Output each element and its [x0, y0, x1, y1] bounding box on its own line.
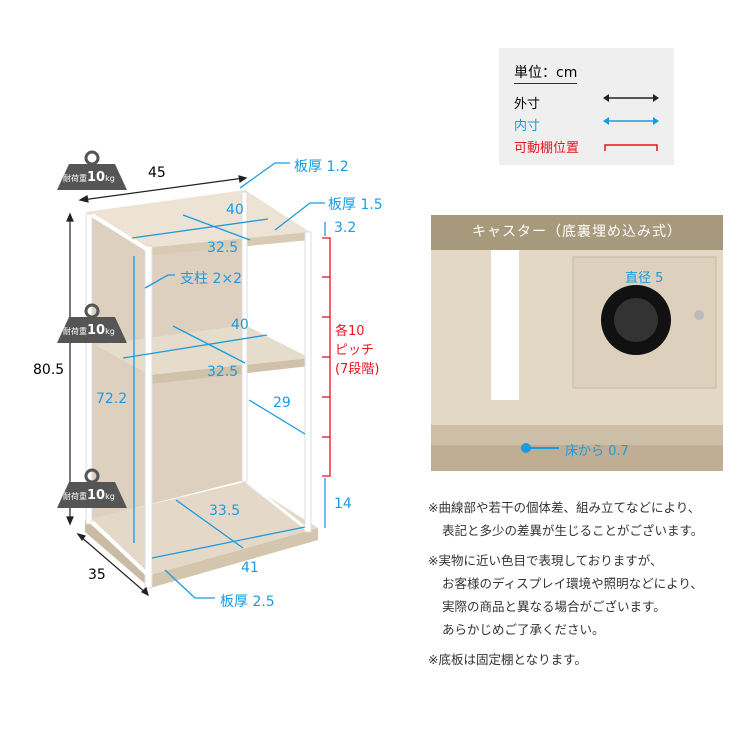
- caster-panel: キャスター（底裏埋め込み式） 直径 5 床から 0.7: [431, 215, 723, 471]
- inner-height-label: 72.2: [96, 391, 128, 407]
- legend-adjustable-label: 可動棚位置: [514, 141, 580, 156]
- bottom-gap-label: 14: [334, 496, 352, 512]
- mid-inner-width-label: 40: [231, 317, 249, 333]
- caster-diameter-label: 直径 5: [625, 271, 664, 286]
- note: ※実物に近い色目で表現しておりますが、 お客様のディスプレイ環境や照明などにより…: [428, 553, 703, 637]
- unit-label: 単位：cm: [514, 62, 578, 84]
- note: ※曲線部や若干の個体差、組み立てなどにより、 表記と多少の差異が生じることがござ…: [428, 500, 704, 538]
- badge-value: 10: [87, 323, 106, 338]
- badge-unit: kg: [105, 174, 115, 183]
- top-board-thickness-label: 板厚 1.2: [294, 159, 349, 175]
- legend-outer-label: 外寸: [514, 97, 541, 112]
- top-inner-width-label: 40: [226, 202, 244, 218]
- badge-unit: kg: [105, 327, 115, 336]
- weight-icon: [57, 303, 127, 343]
- weight-icon: [57, 468, 127, 508]
- note: ※底板は固定棚となります。: [428, 652, 587, 667]
- bottom-inner-depth-label: 33.5: [209, 503, 241, 519]
- badge-value: 10: [87, 488, 106, 503]
- load-capacity-badge: 耐荷重10kg: [55, 303, 130, 345]
- mid-inner-depth-label: 32.5: [207, 364, 239, 380]
- caster-photo: [431, 250, 723, 471]
- caster-clearance-label: 床から 0.7: [565, 444, 629, 459]
- shelf-illustration: [66, 162, 331, 599]
- legend-inner-label: 内寸: [514, 119, 541, 134]
- load-capacity-badge: 耐荷重10kg: [55, 150, 130, 192]
- shelf-board-thickness-label: 板厚 1.5: [328, 197, 383, 213]
- pitch-label: 各10 ピッチ (7段階): [335, 324, 380, 377]
- inner-side-label: 29: [273, 395, 291, 411]
- top-gap-label: 3.2: [334, 220, 357, 236]
- caster-title: キャスター（底裏埋め込み式）: [431, 215, 723, 250]
- badge-value: 10: [87, 170, 106, 185]
- base-board-thickness-label: 板厚 2.5: [220, 594, 275, 610]
- legend-symbols: [603, 94, 659, 151]
- outer-height-label: 80.5: [33, 362, 65, 378]
- outer-arrow-icon: [603, 94, 659, 102]
- adjustable-bracket-icon: [604, 144, 658, 151]
- weight-icon: [57, 150, 127, 190]
- post-size-label: 支柱 2×2: [180, 271, 242, 287]
- top-inner-depth-label: 32.5: [207, 240, 239, 256]
- badge-unit: kg: [105, 492, 115, 501]
- legend: 単位：cm 外寸 内寸 可動棚位置: [499, 48, 674, 165]
- badge-label: 耐荷重: [63, 174, 87, 183]
- outer-depth-label: 35: [88, 567, 106, 583]
- badge-label: 耐荷重: [63, 492, 87, 501]
- badge-label: 耐荷重: [63, 327, 87, 336]
- inner-arrow-icon: [603, 117, 659, 125]
- load-capacity-badge: 耐荷重10kg: [55, 468, 130, 510]
- outer-width-label: 45: [148, 165, 166, 181]
- bottom-inner-width-label: 41: [241, 560, 259, 576]
